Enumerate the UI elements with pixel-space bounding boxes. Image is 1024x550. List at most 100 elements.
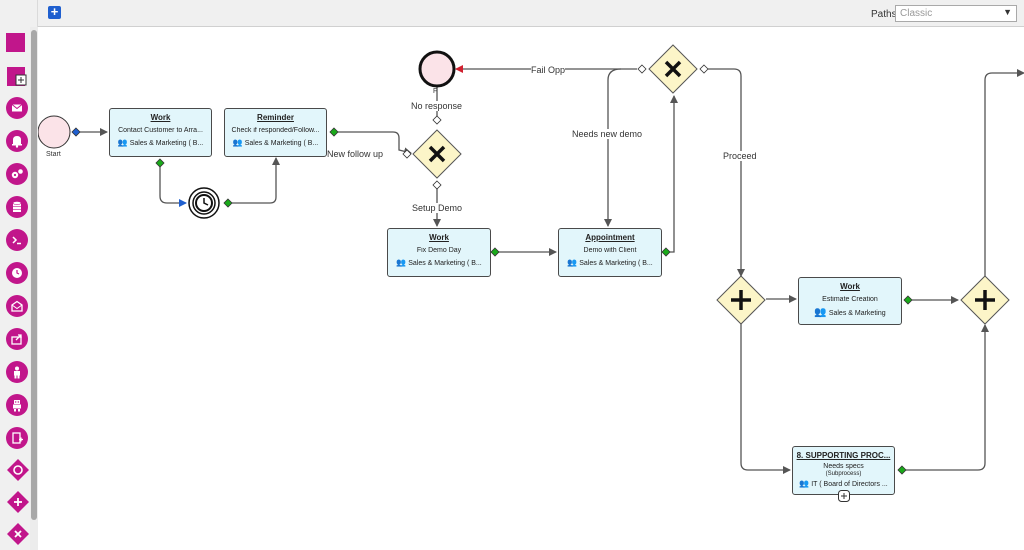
flow-label-fail-opp: Fail Opp bbox=[531, 65, 566, 75]
flow-reminder-to-gateway[interactable] bbox=[338, 131, 412, 156]
connector-handle[interactable] bbox=[897, 465, 907, 475]
connector-handle[interactable] bbox=[71, 127, 81, 137]
add-process-button[interactable]: + bbox=[48, 5, 61, 19]
subprocess-icon bbox=[7, 67, 27, 86]
send-message-tool[interactable] bbox=[6, 328, 28, 350]
connector-handle[interactable] bbox=[223, 198, 233, 208]
group-icon: 👥 bbox=[567, 258, 578, 267]
clock-icon bbox=[12, 268, 22, 278]
subprocess-supporting[interactable]: 8. SUPPORTING PROC... Needs specs (Subpr… bbox=[792, 446, 895, 502]
terminal-icon bbox=[12, 236, 21, 245]
flow-label-proceed: Proceed bbox=[723, 151, 757, 161]
robot-tool[interactable] bbox=[6, 394, 28, 416]
task-reminder[interactable]: Reminder Check if responded/Follow... 👥S… bbox=[224, 108, 327, 157]
task-description: Fix Demo Day bbox=[416, 247, 462, 254]
task-group: Sales & Marketing ( B... bbox=[244, 140, 319, 147]
start-event[interactable] bbox=[38, 115, 71, 149]
process-diagram-canvas[interactable] bbox=[38, 27, 1024, 550]
integration-tool[interactable] bbox=[6, 163, 28, 185]
group-icon: 👥 bbox=[799, 479, 810, 488]
parallel-gateway-join[interactable] bbox=[960, 275, 1010, 325]
flow-appointment-to-gateway[interactable] bbox=[670, 95, 678, 253]
connector-handle[interactable] bbox=[661, 247, 671, 257]
exclusive-gateway-demo-result[interactable] bbox=[648, 44, 698, 94]
connector-handle[interactable] bbox=[329, 127, 339, 137]
subprocess-tool[interactable] bbox=[6, 66, 28, 88]
task-title: Reminder bbox=[257, 113, 294, 122]
task-title: 8. SUPPORTING PROC... bbox=[796, 451, 891, 460]
task-description: Estimate Creation bbox=[822, 296, 878, 303]
paths-label: Paths bbox=[871, 9, 897, 20]
expand-subprocess-icon[interactable] bbox=[838, 490, 850, 502]
user-tool[interactable] bbox=[6, 361, 28, 383]
connector-handle[interactable] bbox=[432, 180, 442, 190]
task-work-demo-day[interactable]: Work Fix Demo Day 👥Sales & Marketing ( B… bbox=[387, 228, 491, 277]
top-toolbar: + Paths Classic ▼ bbox=[38, 0, 1024, 27]
parallel-gateway-tool[interactable] bbox=[6, 490, 29, 513]
script-tool[interactable] bbox=[6, 229, 28, 251]
task-work-contact[interactable]: Work Contact Customer to Arra... 👥Sales … bbox=[109, 108, 212, 157]
flow-needs-new-demo[interactable] bbox=[604, 68, 622, 227]
palette-scrollbar[interactable] bbox=[31, 30, 37, 520]
flow-subprocess-to-join[interactable] bbox=[906, 324, 989, 471]
diamond-x-icon bbox=[7, 523, 29, 545]
task-group: Sales & Marketing bbox=[828, 310, 886, 317]
connector-handle[interactable] bbox=[903, 295, 913, 305]
end-event[interactable] bbox=[418, 50, 456, 88]
group-icon: 👥 bbox=[396, 258, 407, 267]
group-icon: 👥 bbox=[117, 138, 128, 147]
database-tool[interactable] bbox=[6, 196, 28, 218]
timer-tool[interactable] bbox=[6, 262, 28, 284]
connector-handle[interactable] bbox=[432, 115, 442, 125]
flow-label-setup-demo: Setup Demo bbox=[412, 203, 463, 213]
task-work-estimate[interactable]: Work Estimate Creation 👥Sales & Marketin… bbox=[798, 277, 902, 325]
flow-label-no-response: No response bbox=[411, 101, 463, 111]
inclusive-gateway-tool[interactable] bbox=[6, 458, 29, 481]
end-event-label: F bbox=[433, 88, 438, 95]
flow-join-to-next[interactable] bbox=[984, 69, 1024, 277]
task-title: Work bbox=[429, 233, 449, 242]
timer-event[interactable] bbox=[188, 187, 220, 219]
user-icon bbox=[14, 366, 20, 379]
x-mark-icon bbox=[428, 145, 446, 163]
notification-tool[interactable] bbox=[6, 130, 28, 152]
gears-icon bbox=[11, 169, 23, 179]
task-tool[interactable] bbox=[6, 33, 25, 52]
task-description: Contact Customer to Arra... bbox=[118, 127, 203, 134]
form-tool[interactable] bbox=[6, 427, 28, 449]
connector-handle[interactable] bbox=[402, 149, 412, 159]
connector-handle[interactable] bbox=[699, 64, 709, 74]
group-icon: 👥 bbox=[814, 307, 827, 318]
task-group: Sales & Marketing ( B... bbox=[408, 260, 482, 267]
connector-handle[interactable] bbox=[490, 247, 500, 257]
exclusive-gateway-response[interactable] bbox=[412, 129, 462, 179]
task-description: Demo with Client bbox=[583, 247, 637, 254]
task-group: Sales & Marketing ( B... bbox=[579, 260, 653, 267]
email-tool[interactable] bbox=[6, 97, 28, 119]
start-event-label: Start bbox=[46, 151, 61, 158]
flow-split-to-subprocess[interactable] bbox=[740, 323, 791, 474]
flow-label-new-follow-up: New follow up bbox=[327, 149, 384, 159]
task-group: IT ( Board of Directors ... bbox=[811, 481, 888, 488]
task-group: Sales & Marketing ( B... bbox=[129, 140, 204, 147]
plus-mark-icon bbox=[975, 290, 995, 310]
receive-message-tool[interactable] bbox=[6, 295, 28, 317]
robot-icon bbox=[13, 400, 21, 412]
connector-handle[interactable] bbox=[155, 158, 165, 168]
group-icon: 👥 bbox=[232, 138, 243, 147]
flow-proceed[interactable] bbox=[708, 68, 745, 277]
flow-work-to-timer[interactable] bbox=[159, 167, 187, 207]
chevron-down-icon: ▼ bbox=[1003, 7, 1012, 17]
x-mark-icon bbox=[664, 60, 682, 78]
diamond-plus-icon bbox=[7, 491, 29, 513]
exclusive-gateway-tool[interactable] bbox=[6, 522, 29, 545]
paths-select[interactable]: Classic ▼ bbox=[895, 5, 1017, 22]
task-title: Work bbox=[150, 113, 171, 122]
shape-palette bbox=[0, 0, 38, 550]
task-description: Check if responded/Follow... bbox=[231, 127, 320, 134]
parallel-gateway-split[interactable] bbox=[716, 275, 766, 325]
task-appointment[interactable]: Appointment Demo with Client 👥Sales & Ma… bbox=[558, 228, 662, 277]
connector-handle[interactable] bbox=[637, 64, 647, 74]
task-title: Work bbox=[840, 282, 860, 291]
flow-timer-to-reminder[interactable] bbox=[232, 157, 280, 204]
